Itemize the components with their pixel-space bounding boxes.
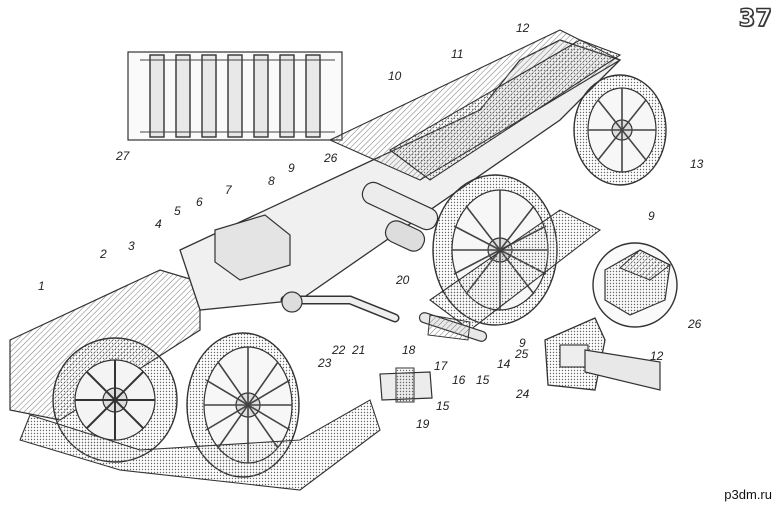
callout-26b: 26 xyxy=(687,317,702,331)
idler-wheel xyxy=(573,74,667,186)
callout-25: 25 xyxy=(514,347,529,361)
callout-12: 12 xyxy=(516,21,530,35)
callout-3: 3 xyxy=(128,239,135,253)
track-link-19 xyxy=(379,367,433,403)
callout-4: 4 xyxy=(155,217,162,231)
callout-labels: 1 2 3 4 5 6 7 8 9 10 11 12 13 9 26 20 21… xyxy=(38,21,704,431)
housing-block xyxy=(214,214,291,281)
callout-15b: 15 xyxy=(436,399,450,413)
callout-11: 11 xyxy=(451,47,463,61)
shock-absorber xyxy=(361,181,439,252)
callout-9b: 9 xyxy=(648,209,655,223)
track-link-detail-circle xyxy=(592,242,678,328)
callout-7: 7 xyxy=(225,183,233,197)
callout-15: 15 xyxy=(476,373,490,387)
callout-26: 26 xyxy=(323,151,338,165)
lower-track-run-front xyxy=(19,399,381,491)
callout-5: 5 xyxy=(174,204,181,218)
track-pin-detail xyxy=(418,312,488,342)
callout-16: 16 xyxy=(452,373,466,387)
torsion-arm xyxy=(280,291,400,323)
track-shoe-detail xyxy=(544,317,661,391)
page-number: 37 xyxy=(738,3,773,32)
callout-9: 9 xyxy=(288,161,295,175)
callout-10: 10 xyxy=(388,69,402,83)
callout-2: 2 xyxy=(99,247,107,261)
callout-17: 17 xyxy=(434,359,449,373)
watermark: p3dm.ru xyxy=(724,487,772,502)
callout-18: 18 xyxy=(402,343,416,357)
callout-14: 14 xyxy=(497,357,511,371)
callout-21: 21 xyxy=(351,343,365,357)
callout-19: 19 xyxy=(416,417,430,431)
callout-13: 13 xyxy=(690,157,704,171)
callout-23: 23 xyxy=(317,356,332,370)
road-wheel-front xyxy=(186,332,300,478)
callout-6: 6 xyxy=(196,195,203,209)
callout-20: 20 xyxy=(395,273,410,287)
callout-24: 24 xyxy=(515,387,530,401)
callout-9c: 9 xyxy=(519,336,526,350)
track-top-view-inset xyxy=(127,51,343,141)
upper-track-run xyxy=(389,39,622,181)
callout-12b: 12 xyxy=(650,349,664,363)
callout-1: 1 xyxy=(38,279,45,293)
callout-27: 27 xyxy=(115,149,131,163)
callout-8: 8 xyxy=(268,174,275,188)
callout-22: 22 xyxy=(331,343,346,357)
